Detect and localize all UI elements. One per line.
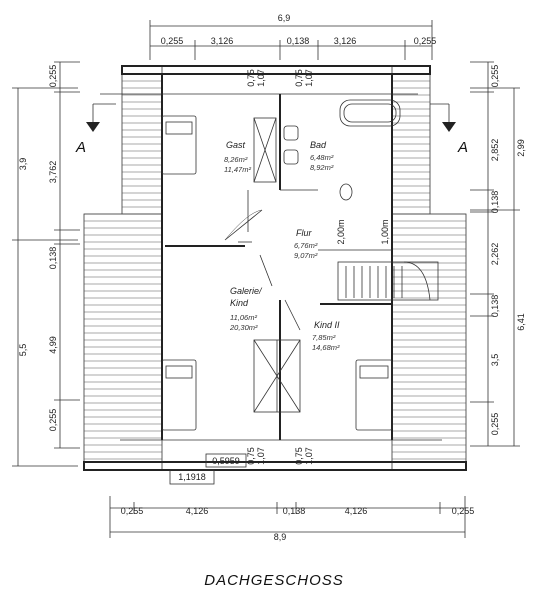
room-bad-area1: 6,48m²: [310, 153, 334, 162]
doors: [224, 209, 301, 331]
dim-height-1m: 1,00m: [380, 219, 390, 244]
bathroom-fixtures: [283, 99, 401, 201]
room-flur-area1: 6,76m²: [294, 241, 318, 250]
room-gast-name: Gast: [226, 140, 246, 150]
right-outer-dim-2: 6,41: [516, 313, 526, 331]
dim-top-right-a: 0,75: [294, 69, 304, 87]
left-inner-dim-1: 0,255: [48, 65, 58, 88]
right-inner-dim-2: 2,852: [490, 139, 500, 162]
staircase: [337, 261, 439, 301]
room-flur-name: Flur: [296, 228, 313, 238]
left-inner-dim-4: 4,99: [48, 336, 58, 354]
dim-bottom-left-b: 1,07: [256, 447, 266, 465]
bottom-overall-dim: 8,9: [274, 532, 287, 542]
right-inner-dim-5: 0,138: [490, 295, 500, 318]
right-inner-dim-1: 0,255: [490, 65, 500, 88]
right-dimensions: 2,99 6,41 0,255 2,852 0,138 2,262 0,138 …: [470, 61, 526, 447]
bottom-seg-1: 0,255: [121, 506, 144, 516]
dim-bottom-right-a: 0,75: [294, 447, 304, 465]
room-flur: Flur 6,76m² 9,07m²: [294, 228, 318, 260]
room-bad: Bad 6,48m² 8,92m²: [310, 140, 334, 172]
section-marker-left-label: A: [75, 139, 86, 156]
left-inner-dim-2: 3,762: [48, 161, 58, 184]
dim-top-right-b: 1,07: [304, 69, 314, 87]
room-kind-ii-area1: 7,85m²: [312, 333, 336, 342]
left-inner-dim-3: 0,138: [48, 247, 58, 270]
room-galerie-area1: 11,06m²: [230, 313, 257, 322]
bottom-seg-2: 4,126: [186, 506, 209, 516]
roof-hatching: [83, 65, 467, 471]
dim-top-left-b: 1,07: [256, 69, 266, 87]
room-gast: Gast 8,26m² 11,47m²: [224, 140, 251, 174]
dim-bottom-right-b: 1,07: [304, 447, 314, 465]
bottom-seg-5: 0,255: [452, 506, 475, 516]
room-galerie-name2: Kind: [230, 298, 249, 308]
furniture: [161, 115, 393, 431]
top-seg-4: 3,126: [334, 36, 357, 46]
top-seg-5: 0,255: [414, 36, 437, 46]
left-outer-dim-1: 3,9: [18, 158, 28, 171]
left-inner-dim-5: 0,255: [48, 409, 58, 432]
dim-height-2m: 2,00m: [336, 219, 346, 244]
bottom-seg-4: 4,126: [345, 506, 368, 516]
dormer-windows: [253, 117, 301, 413]
walls: [83, 65, 467, 471]
right-inner-dim-3: 0,138: [490, 191, 500, 214]
top-seg-1: 0,255: [161, 36, 184, 46]
bottom-dimensions: 0,255 4,126 0,138 4,126 0,255 8,9: [109, 496, 475, 542]
left-outer-dim-2: 5,5: [18, 344, 28, 357]
room-bad-name: Bad: [310, 140, 327, 150]
right-inner-dim-4: 2,262: [490, 243, 500, 266]
room-flur-area2: 9,07m²: [294, 251, 318, 260]
plan-title: DACHGESCHOSS: [204, 572, 344, 589]
room-galerie-kind: Galerie/ Kind 11,06m² 20,30m²: [229, 286, 263, 332]
top-overall-dim: 6,9: [278, 13, 291, 23]
section-marker-right: A: [430, 103, 468, 156]
room-galerie-name: Galerie/: [230, 286, 263, 296]
room-galerie-area2: 20,30m²: [229, 323, 258, 332]
section-marker-right-label: A: [457, 139, 468, 156]
top-seg-2: 3,126: [211, 36, 234, 46]
room-kind-ii-area2: 14,68m²: [312, 343, 340, 352]
bottom-seg-3: 0,138: [283, 506, 306, 516]
room-gast-area2: 11,47m²: [224, 165, 251, 174]
dim-bottom-left-a: 0,75: [246, 447, 256, 465]
top-dimensions: 6,9 0,255 3,126 0,138 3,126 0,255: [149, 13, 437, 60]
room-kind-ii: Kind II 7,85m² 14,68m²: [312, 320, 340, 352]
left-dimensions: 3,9 5,5 0,255 3,762 0,138 4,99 0,255: [12, 61, 80, 467]
section-marker-left: A: [75, 103, 116, 156]
right-inner-dim-6: 3,5: [490, 354, 500, 367]
right-inner-dim-7: 0,255: [490, 413, 500, 436]
inline-dimensions: 0,75 1,07 0,75 1,07 0,75 1,07 0,75 1,07 …: [169, 69, 390, 485]
dim-offset-b: 0,5959: [212, 456, 240, 466]
room-bad-area2: 8,92m²: [310, 163, 334, 172]
right-outer-dim-1: 2,99: [516, 139, 526, 157]
top-seg-3: 0,138: [287, 36, 310, 46]
dim-offset-a: 1,1918: [178, 472, 206, 482]
room-kind-ii-name: Kind II: [314, 320, 340, 330]
room-gast-area1: 8,26m²: [224, 155, 248, 164]
dim-top-left-a: 0,75: [246, 69, 256, 87]
